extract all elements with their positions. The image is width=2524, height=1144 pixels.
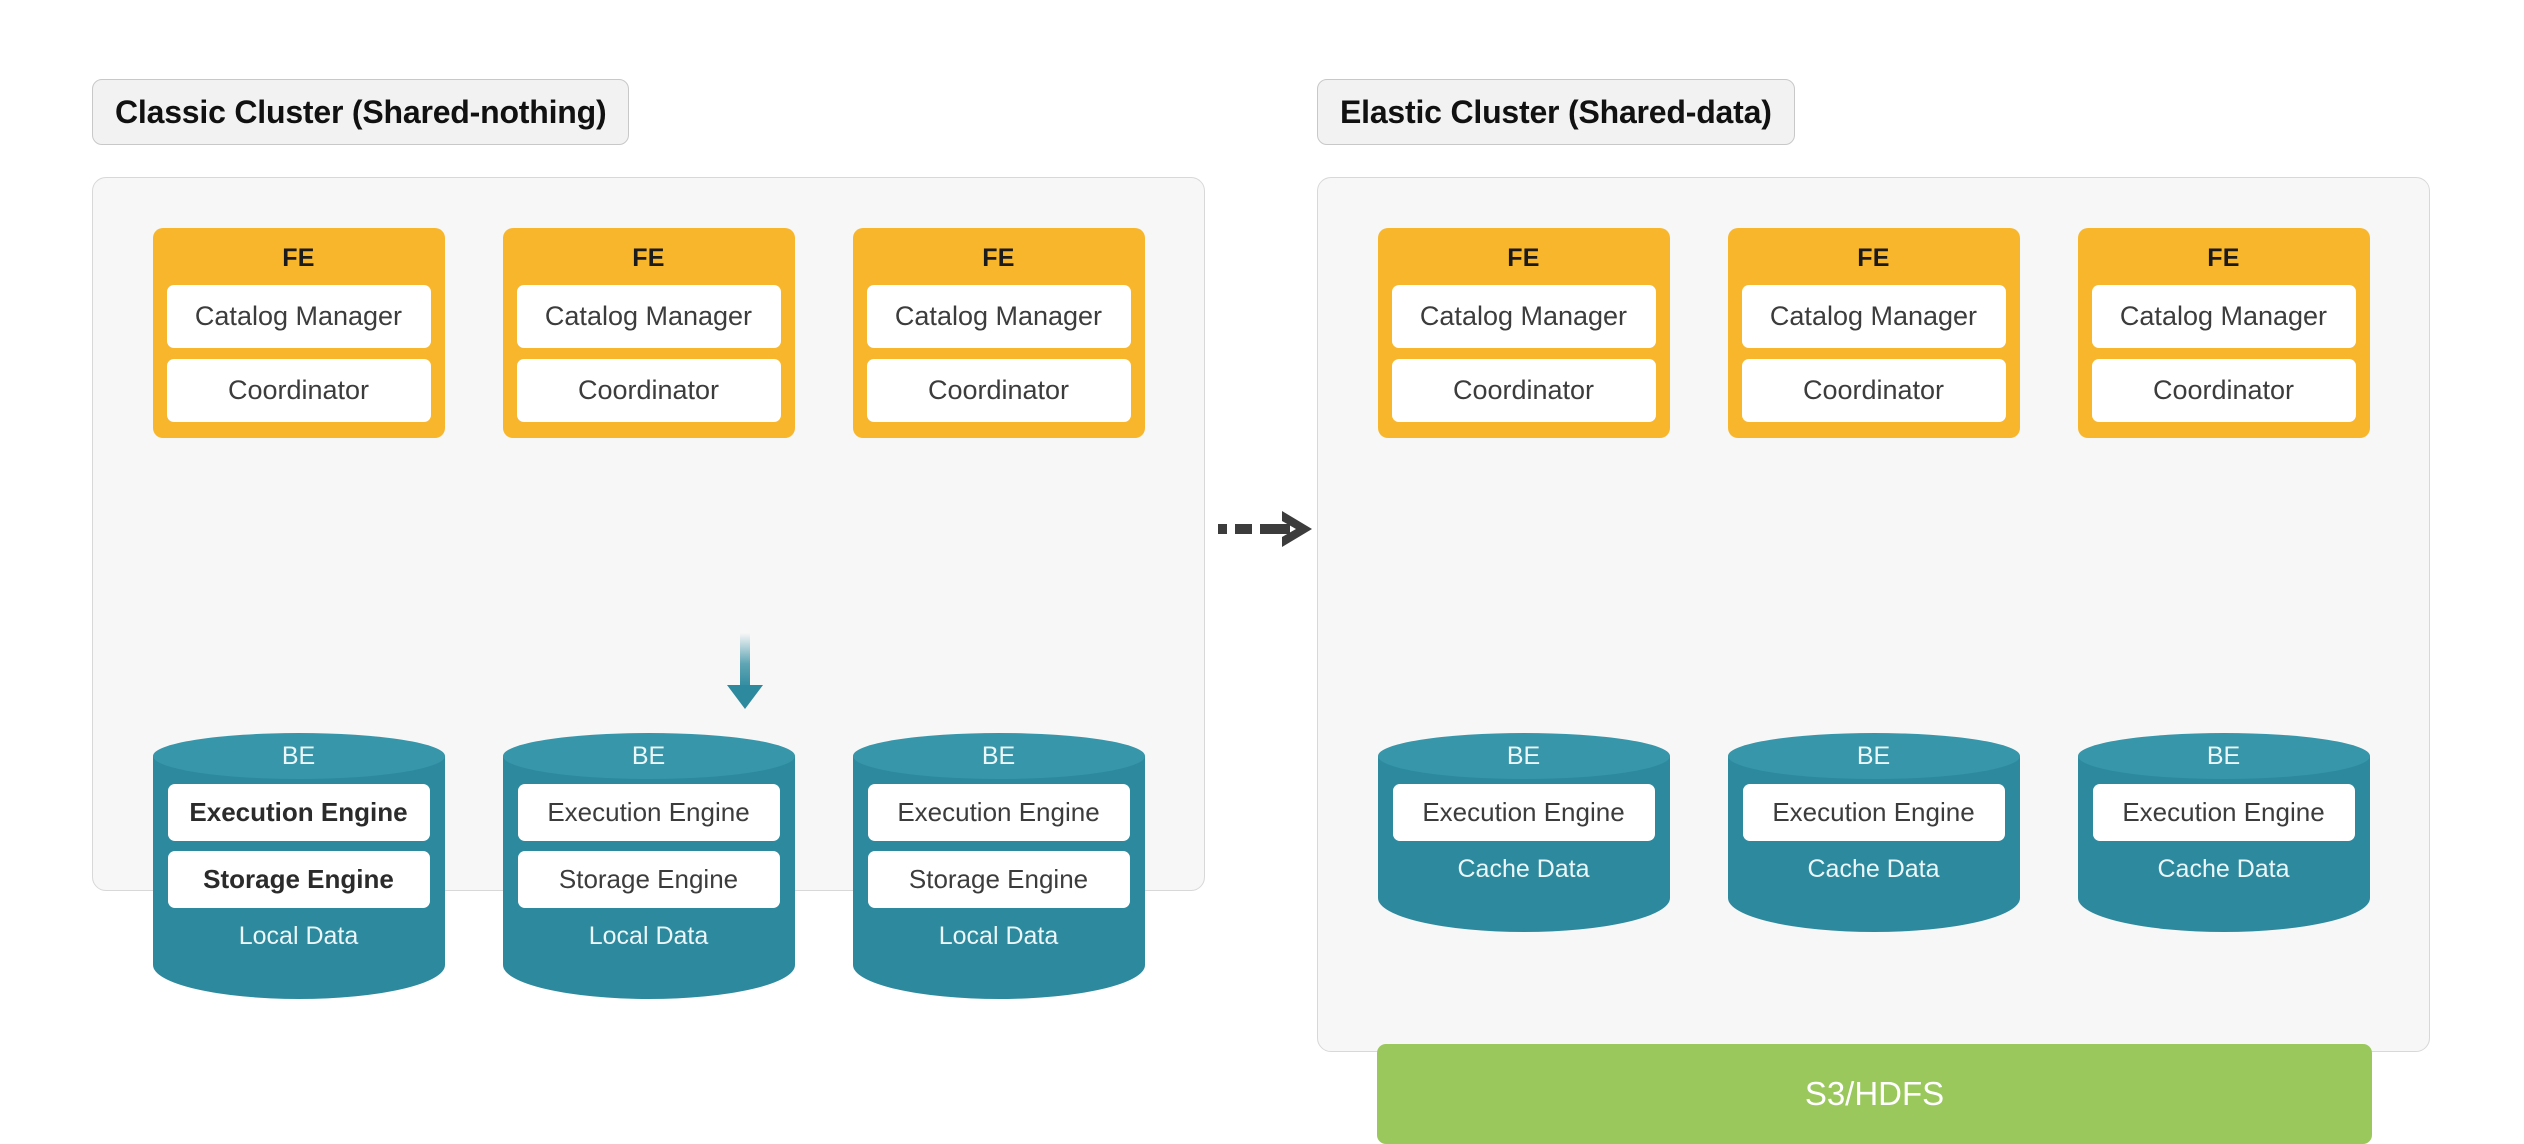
be-data-label: Local Data: [588, 922, 709, 950]
be-execution-engine-box: Execution Engine: [2092, 784, 2355, 841]
be-node-title: BE: [981, 742, 1016, 770]
be-data-label: Cache Data: [1807, 855, 1940, 883]
be-execution-engine-box: Execution Engine: [867, 784, 1130, 841]
be-execution-engine-box: Execution Engine: [1392, 784, 1655, 841]
be-storage-engine-box: Storage Engine: [517, 851, 780, 908]
be-data-label: Local Data: [238, 922, 359, 950]
be-cylinder-body: Execution Engine Cache Data: [2077, 756, 2370, 932]
classic-cluster-title-label: Classic Cluster (Shared-nothing): [115, 93, 607, 130]
be-cylinder-cap: [152, 733, 445, 779]
fe-node-title: FE: [632, 244, 665, 272]
be-cylinder-body: Execution Engine Storage Engine Local Da…: [152, 756, 445, 999]
elastic-cluster-title-label: Elastic Cluster (Shared-data): [1340, 93, 1772, 130]
fe-catalog-manager-box: Catalog Manager: [1741, 285, 2006, 348]
elastic-fe-node-1[interactable]: FE Catalog Manager Coordinator: [1377, 228, 1670, 438]
fe-catalog-manager-box: Catalog Manager: [2091, 285, 2356, 348]
be-node-title: BE: [631, 742, 666, 770]
fe-coordinator-box: Coordinator: [166, 359, 431, 422]
classic-be-row: BE Execution Engine Storage Engine Local…: [93, 733, 1204, 999]
elastic-cluster-panel: FE Catalog Manager Coordinator FE Catalo…: [1317, 177, 2430, 1144]
classic-fe-node-3[interactable]: FE Catalog Manager Coordinator: [852, 228, 1145, 438]
fe-node-title: FE: [1507, 244, 1540, 272]
classic-to-elastic-arrow-icon: [1218, 511, 1312, 547]
elastic-cluster-title-chip: Elastic Cluster (Shared-data): [1317, 79, 1795, 145]
be-cylinder-body: Execution Engine Storage Engine Local Da…: [852, 756, 1145, 999]
be-cylinder-cap: [502, 733, 795, 779]
fe-coordinator-box: Coordinator: [1391, 359, 1656, 422]
fe-node-title: FE: [1857, 244, 1890, 272]
classic-be-node-2[interactable]: BE Execution Engine Storage Engine Local…: [502, 733, 795, 999]
be-node-title: BE: [1856, 742, 1891, 770]
fe-coordinator-box: Coordinator: [2091, 359, 2356, 422]
elastic-fe-node-2[interactable]: FE Catalog Manager Coordinator: [1727, 228, 2020, 438]
elastic-be-node-1[interactable]: BE Execution Engine Cache Data: [1377, 733, 1670, 932]
be-execution-engine-box: Execution Engine: [1742, 784, 2005, 841]
classic-be-node-3[interactable]: BE Execution Engine Storage Engine Local…: [852, 733, 1145, 999]
shared-storage-label: S3/HDFS: [1804, 1075, 1945, 1112]
classic-fe-node-1[interactable]: FE Catalog Manager Coordinator: [152, 228, 445, 438]
be-cylinder-cap: [1727, 733, 2020, 779]
elastic-be-row: BE Execution Engine Cache Data BE Execut…: [1318, 733, 2429, 932]
fe-catalog-manager-box: Catalog Manager: [166, 285, 431, 348]
fe-coordinator-box: Coordinator: [516, 359, 781, 422]
classic-be-node-1[interactable]: BE Execution Engine Storage Engine Local…: [152, 733, 445, 999]
be-cylinder-cap: [852, 733, 1145, 779]
classic-fe-to-be-arrow-icon: [727, 633, 763, 709]
classic-fe-node-2[interactable]: FE Catalog Manager Coordinator: [502, 228, 795, 438]
be-node-title: BE: [2206, 742, 2241, 770]
fe-node-title: FE: [2207, 244, 2240, 272]
be-data-label: Local Data: [938, 922, 1059, 950]
fe-node-title: FE: [282, 244, 315, 272]
shared-storage-bar[interactable]: S3/HDFS: [1377, 1044, 2372, 1144]
classic-fe-row: FE Catalog Manager Coordinator FE Catalo…: [93, 228, 1204, 438]
fe-catalog-manager-box: Catalog Manager: [866, 285, 1131, 348]
elastic-fe-node-3[interactable]: FE Catalog Manager Coordinator: [2077, 228, 2370, 438]
elastic-be-node-3[interactable]: BE Execution Engine Cache Data: [2077, 733, 2370, 932]
be-storage-engine-box: Storage Engine: [867, 851, 1130, 908]
be-cylinder-cap: [1377, 733, 1670, 779]
be-node-title: BE: [1506, 742, 1541, 770]
fe-coordinator-box: Coordinator: [1741, 359, 2006, 422]
elastic-be-node-2[interactable]: BE Execution Engine Cache Data: [1727, 733, 2020, 932]
classic-cluster-panel: FE Catalog Manager Coordinator FE Catalo…: [92, 177, 1205, 999]
be-cylinder-cap: [2077, 733, 2370, 779]
fe-coordinator-box: Coordinator: [866, 359, 1131, 422]
be-data-label: Cache Data: [2157, 855, 2290, 883]
fe-catalog-manager-box: Catalog Manager: [1391, 285, 1656, 348]
be-cylinder-body: Execution Engine Storage Engine Local Da…: [502, 756, 795, 999]
fe-node-title: FE: [982, 244, 1015, 272]
elastic-fe-row: FE Catalog Manager Coordinator FE Catalo…: [1318, 228, 2429, 438]
be-storage-engine-box: Storage Engine: [167, 851, 430, 908]
be-cylinder-body: Execution Engine Cache Data: [1727, 756, 2020, 932]
be-cylinder-body: Execution Engine Cache Data: [1377, 756, 1670, 932]
fe-catalog-manager-box: Catalog Manager: [516, 285, 781, 348]
be-data-label: Cache Data: [1457, 855, 1590, 883]
be-execution-engine-box: Execution Engine: [517, 784, 780, 841]
be-node-title: BE: [281, 742, 316, 770]
classic-cluster-title-chip: Classic Cluster (Shared-nothing): [92, 79, 630, 145]
be-execution-engine-box: Execution Engine: [167, 784, 430, 841]
